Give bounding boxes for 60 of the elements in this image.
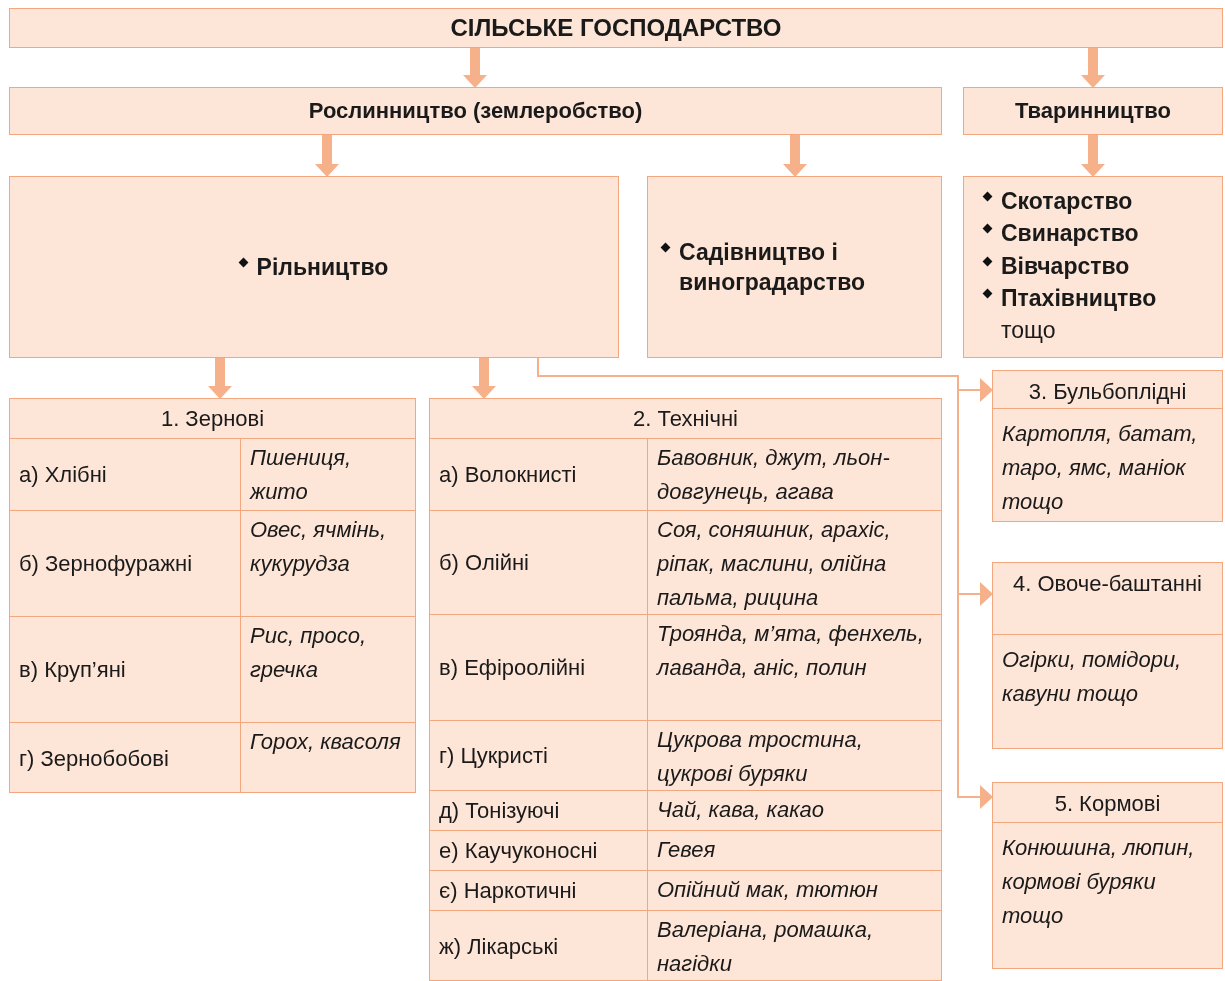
category-cell: є) Наркотичні — [430, 871, 648, 911]
category-box — [9, 176, 619, 358]
category-cell: д) Тонізуючі — [430, 791, 648, 831]
examples-cell: Пшениця, жито — [241, 439, 415, 511]
card-header: 4. Овоче-баштанні — [993, 563, 1222, 635]
heading-text: Тваринництво — [1014, 98, 1172, 124]
list-item: Рільництво — [256, 252, 389, 282]
list-item: Садівництво і виноградарство — [679, 237, 867, 297]
list-item: Свинарство — [1001, 219, 1139, 249]
arrow — [472, 358, 496, 399]
category-box — [9, 87, 942, 135]
category-cell: а) Волокнисті — [430, 439, 648, 511]
examples-cell-text: Валеріана, ромашка, нагідки — [656, 916, 874, 979]
category-cell: г) Цукристі — [430, 721, 648, 791]
examples-cell: Троянда, м’ята, фенхель, лаванда, аніс, полин — [648, 615, 941, 721]
heading-text: СІЛЬСЬКЕ ГОСПОДАРСТВО — [450, 14, 782, 42]
crop-card — [992, 370, 1223, 522]
category-cell: а) Хлібні — [10, 439, 241, 511]
examples-text: Огірки, помідори, кавуни тощо — [1001, 646, 1183, 709]
category-cell: в) Круп’яні — [10, 617, 241, 723]
card-header: 5. Кормові — [993, 783, 1222, 823]
examples-cell: Бавовник, джут, льон-довгунець, агава — [648, 439, 941, 511]
examples-cell: Гевея — [648, 831, 941, 871]
examples-text: Картопля, батат, таро, ямс, маніок тощо — [1001, 420, 1199, 517]
list-item: Вівчарство — [1001, 251, 1130, 281]
arrow — [1081, 48, 1105, 88]
examples-cell: Цукрова тростина, цукрові буряки — [648, 721, 941, 791]
crop-table — [429, 398, 942, 981]
arrow — [1081, 135, 1105, 177]
category-box — [647, 176, 942, 358]
category-cell: г) Зернобобові — [10, 723, 241, 793]
crop-card — [992, 562, 1223, 749]
examples-cell: Опійний мак, тютюн — [648, 871, 941, 911]
arrow — [783, 135, 807, 177]
table-header: 2. Технічні — [430, 399, 941, 439]
examples-cell: Чай, кава, какао — [648, 791, 941, 831]
category-cell: б) Олійні — [430, 511, 648, 615]
arrow — [315, 135, 339, 177]
arrow — [208, 358, 232, 399]
arrow — [463, 48, 487, 88]
category-cell: б) Зернофуражні — [10, 511, 241, 617]
examples-cell: Соя, соняшник, арахіс, ріпак, маслини, олійна пальма, рицина — [648, 511, 941, 615]
heading-text: Рослинництво (землеробство) — [308, 98, 643, 124]
crop-card — [992, 782, 1223, 969]
category-box — [963, 87, 1223, 135]
examples-cell: Овес, ячмінь, кукурудза — [241, 511, 415, 617]
table-header: 1. Зернові — [10, 399, 415, 439]
category-cell: в) Ефіроолійні — [430, 615, 648, 721]
card-header: 3. Бульбоплідні — [993, 371, 1222, 409]
list-text: тощо — [1000, 316, 1056, 346]
category-cell: е) Каучуконосні — [430, 831, 648, 871]
category-box — [9, 8, 1223, 48]
list-item: Птахівництво — [1001, 284, 1157, 314]
crop-table — [9, 398, 416, 793]
category-box — [963, 176, 1223, 358]
list-item: Скотарство — [1001, 187, 1133, 216]
examples-cell: Рис, просо, гречка — [241, 617, 415, 723]
examples-text: Конюшина, люпин, кормові буряки тощо — [1001, 834, 1196, 931]
examples-cell-text: Горох, квасоля — [249, 728, 402, 756]
category-cell: ж) Лікарські — [430, 911, 648, 981]
